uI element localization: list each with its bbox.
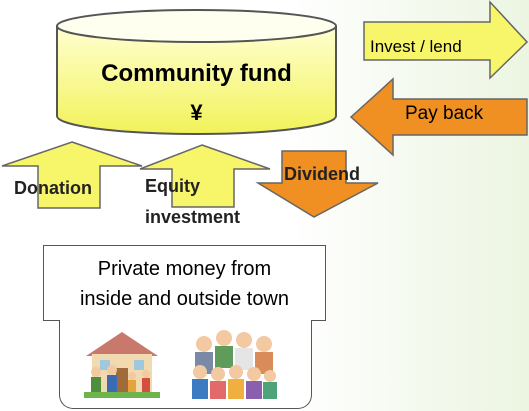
dividend-label: Dividend (284, 164, 361, 184)
private-money-line2: inside and outside town (79, 288, 290, 310)
private-money-box: Private money from inside and outside to… (43, 245, 326, 321)
pay-back-label: Pay back (405, 103, 484, 124)
equity-investment-arrow (139, 144, 271, 208)
invest-lend-label: Invest / lend (370, 37, 462, 56)
people-illustrations-panel (59, 320, 312, 409)
invest-lend-arrow (363, 0, 529, 80)
pay-back-arrow (349, 77, 528, 157)
community-fund-title: Community fund (101, 60, 292, 87)
yen-symbol: ¥ (190, 100, 203, 125)
donation-arrow (1, 141, 143, 209)
equity-label: Equity (145, 176, 201, 196)
community-fund-cylinder (56, 9, 337, 135)
investment-label: investment (145, 207, 241, 227)
group-of-people-illustration (192, 330, 277, 399)
private-money-line1: Private money from (97, 258, 272, 280)
donation-label: Donation (14, 178, 92, 198)
dividend-arrow (255, 150, 379, 218)
family-house-illustration (84, 332, 160, 398)
